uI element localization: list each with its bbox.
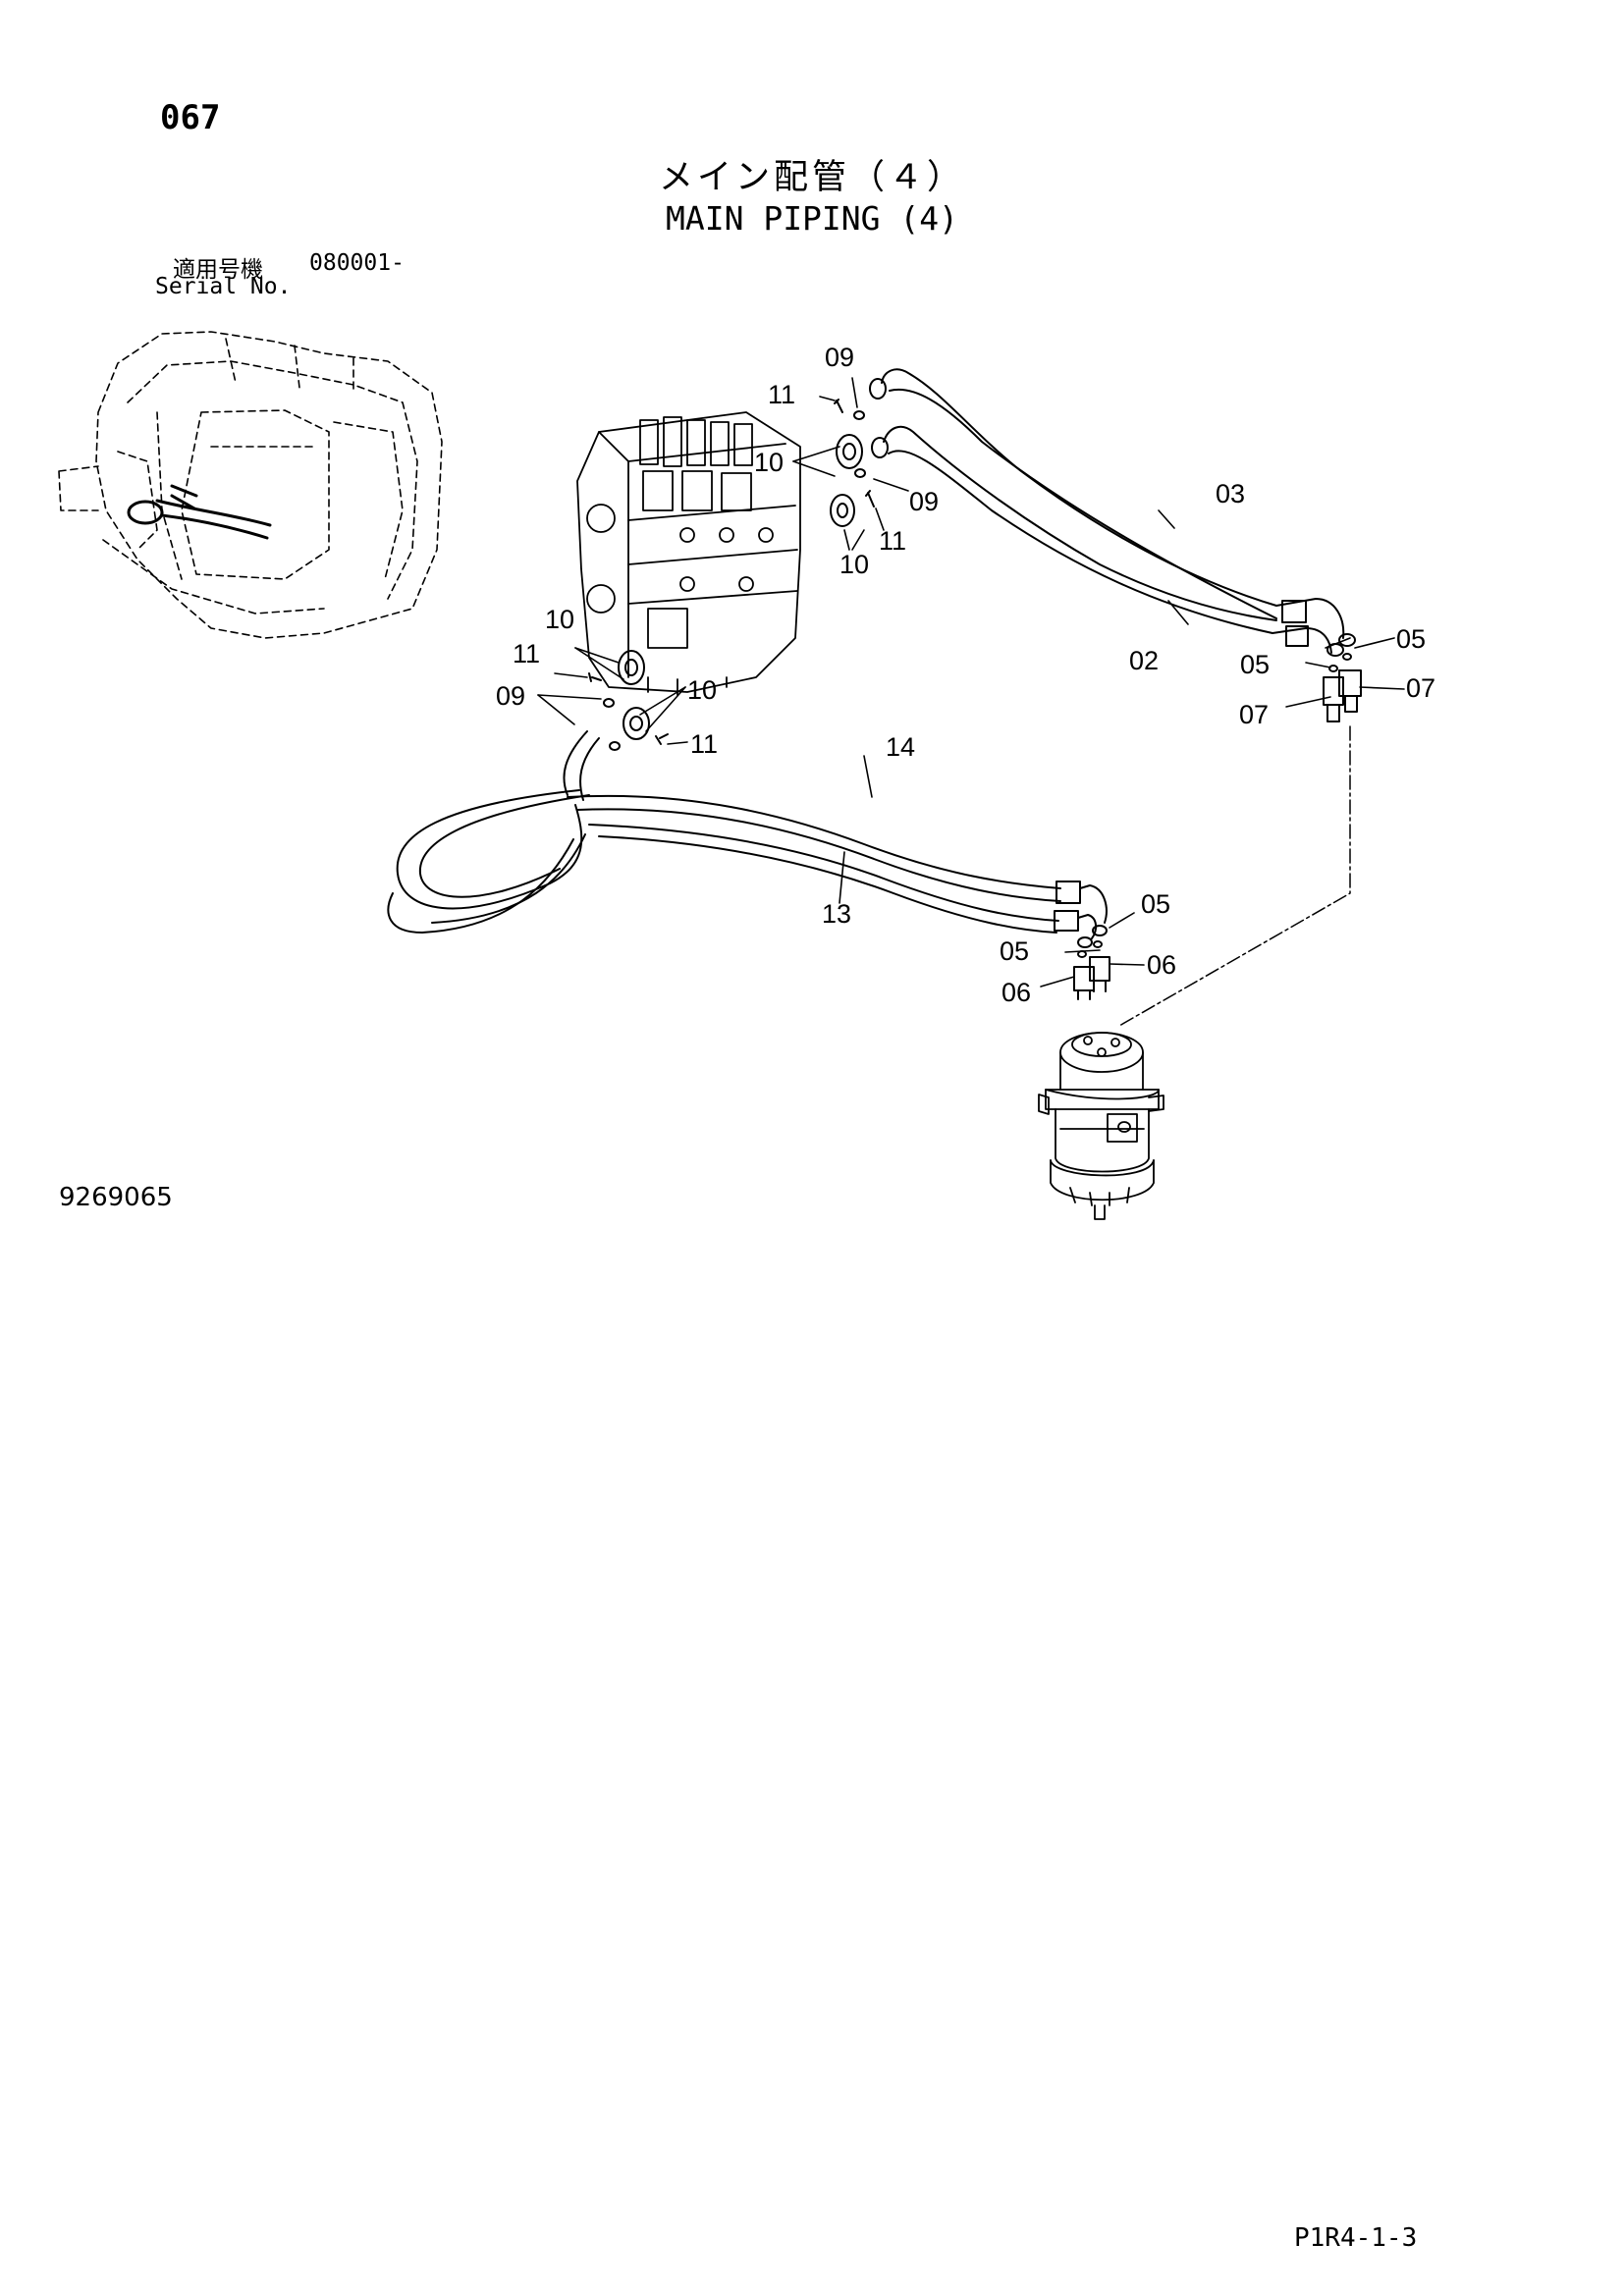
callout-09-mid: 09 — [909, 487, 939, 516]
callout-11-left: 11 — [513, 639, 540, 668]
callout-13: 13 — [822, 899, 851, 929]
adapters-07 — [1323, 653, 1362, 722]
machine-location-inset — [58, 331, 443, 639]
seals-and-bolts — [588, 399, 875, 751]
serial-value: 080001- — [309, 250, 405, 276]
control-valve — [576, 411, 801, 696]
serial-label-english: Serial No. — [155, 274, 292, 299]
callout-06-b: 06 — [1001, 978, 1031, 1007]
callout-05-b: 05 — [1240, 650, 1270, 679]
callout-05-c: 05 — [1141, 889, 1170, 919]
callout-09-left: 09 — [496, 681, 525, 711]
callout-05-a: 05 — [1396, 624, 1426, 654]
center-joint — [1038, 1032, 1164, 1220]
figure-number: 9269065 — [59, 1183, 173, 1212]
callout-14: 14 — [886, 732, 915, 762]
serial-label-japanese: 適用号機 — [173, 257, 263, 283]
title-english: MAIN PIPING (4) — [665, 199, 958, 238]
callout-labels: 09 11 10 09 11 10 03 02 05 05 07 07 10 1… — [496, 343, 1435, 1007]
callout-07-b: 07 — [1239, 700, 1269, 729]
inset-hose-highlight — [127, 484, 272, 540]
callout-10-mid: 10 — [839, 550, 869, 579]
callout-11-mid: 11 — [879, 526, 906, 556]
callout-11-low: 11 — [690, 729, 718, 759]
callout-11-top: 11 — [768, 380, 795, 409]
callout-02: 02 — [1129, 646, 1159, 675]
callout-10-upper: 10 — [754, 448, 784, 477]
hose-13-14 — [387, 730, 1108, 948]
flange-fittings — [618, 434, 863, 740]
callout-05-d: 05 — [1000, 936, 1029, 966]
callout-10-left: 10 — [545, 605, 574, 634]
callout-07-a: 07 — [1406, 673, 1435, 703]
callout-03: 03 — [1216, 479, 1245, 508]
title-japanese: メイン配管（４） — [658, 158, 965, 197]
page-code: P1R4-1-3 — [1294, 2223, 1418, 2253]
hose-02-03 — [869, 368, 1356, 657]
page-number: 067 — [160, 98, 221, 137]
callout-06-a: 06 — [1147, 950, 1176, 980]
adapters-06 — [1073, 940, 1110, 1000]
callout-09-top: 09 — [825, 343, 854, 372]
callout-10-left2: 10 — [687, 675, 717, 705]
connection-lines — [1118, 725, 1351, 1027]
leader-lines — [537, 377, 1405, 988]
